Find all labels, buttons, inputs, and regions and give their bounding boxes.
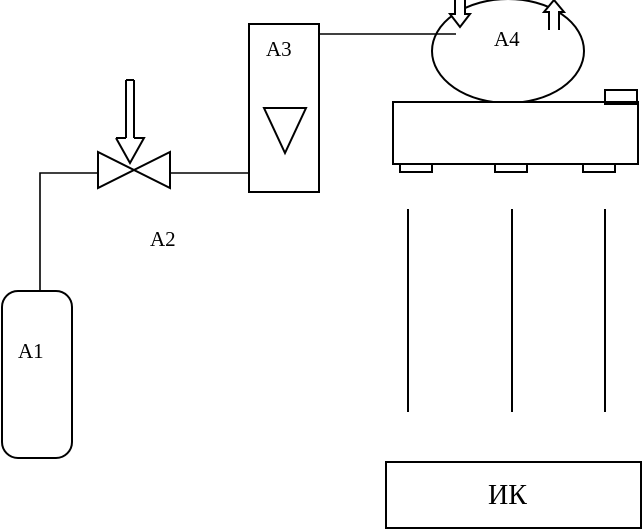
label-a1: A1 <box>18 339 44 363</box>
cylinder-a1: A1 <box>1 290 73 459</box>
label-a2: A2 <box>150 227 176 251</box>
flask-a4: A4 <box>431 0 585 104</box>
label-a4: A4 <box>494 27 520 51</box>
label-a3: A3 <box>266 37 292 61</box>
pipe-cylinder-to-valve <box>39 172 98 291</box>
heating-plate <box>392 89 639 173</box>
actuator-arrow-icon <box>115 79 146 166</box>
flowmeter-a3: A3 <box>248 23 320 193</box>
knob-icon <box>604 89 638 105</box>
label-ik: ИК <box>488 480 527 511</box>
ik-detector: ИК <box>385 461 642 529</box>
inlet-arrow-icon <box>447 0 473 29</box>
valve-a2: A2 <box>97 79 176 251</box>
outlet-arrow-icon <box>541 0 567 30</box>
ir-rays <box>407 209 606 412</box>
down-triangle-icon <box>262 107 308 156</box>
